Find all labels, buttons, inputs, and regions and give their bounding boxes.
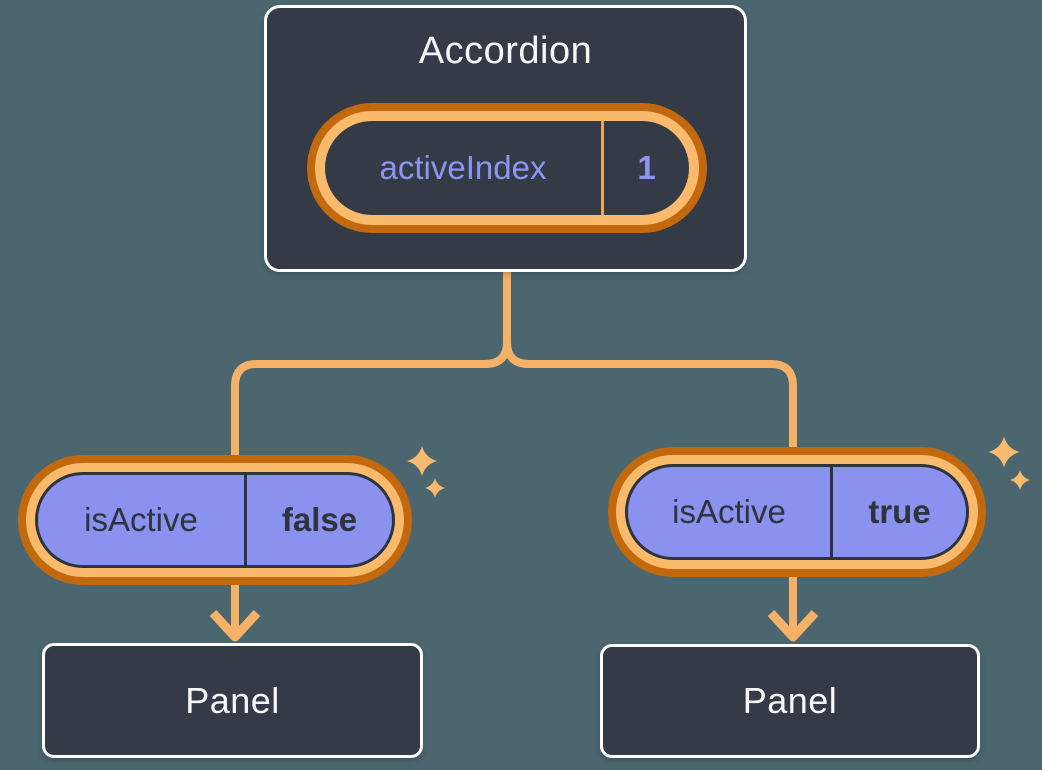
state-pill-divider bbox=[601, 121, 604, 215]
prop-pill-value: true bbox=[868, 493, 931, 530]
accordion-title: Accordion bbox=[418, 30, 593, 72]
prop-pill-label: isActive bbox=[672, 493, 786, 530]
prop-pill-divider bbox=[244, 475, 247, 565]
connector-right-branch bbox=[503, 268, 797, 635]
accordion-card: Accordion activeIndex 1 bbox=[264, 5, 747, 272]
sparkle-icon bbox=[425, 478, 445, 498]
state-pill-value: 1 bbox=[637, 149, 656, 186]
prop-pill-body: isActive true bbox=[625, 464, 969, 560]
state-pill: activeIndex 1 bbox=[307, 103, 707, 233]
prop-pill-isactive-true: isActive true bbox=[608, 447, 986, 577]
sparkle-icon bbox=[1010, 470, 1030, 490]
prop-pill-body: isActive false bbox=[35, 472, 395, 568]
state-pill-label: activeIndex bbox=[379, 149, 547, 186]
panel-title: Panel bbox=[185, 679, 280, 721]
arrow-down-icon bbox=[767, 609, 819, 642]
prop-pill-divider bbox=[830, 467, 833, 557]
panel-card-right: Panel bbox=[600, 644, 980, 758]
prop-pill-value: false bbox=[281, 501, 358, 538]
panel-title: Panel bbox=[742, 680, 838, 721]
state-pill-body: activeIndex 1 bbox=[325, 121, 689, 215]
sparkle-icon bbox=[988, 436, 1020, 468]
panel-card-left: Panel bbox=[42, 643, 423, 758]
sparkle-icon bbox=[407, 446, 437, 476]
prop-pill-isactive-false: isActive false bbox=[18, 455, 412, 585]
arrow-down-icon bbox=[209, 609, 261, 642]
prop-pill-label: isActive bbox=[84, 501, 198, 538]
